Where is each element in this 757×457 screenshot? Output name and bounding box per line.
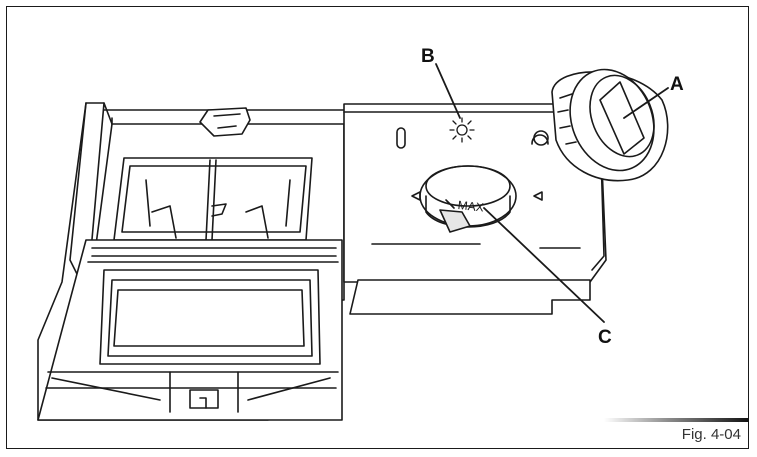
callout-a: A [670,74,684,95]
figure-frame [6,6,749,449]
leader-b [435,63,461,119]
leader-c [483,207,605,323]
leader-a [623,87,669,119]
callout-c: C [598,327,612,348]
upper-compartment [113,157,313,241]
indicator-light-icon [449,117,475,143]
callout-b: B [421,46,435,67]
caption-bar [604,418,749,422]
leader-lines [435,63,669,323]
dispenser-lid [37,239,343,421]
figure-caption: Fig. 4-04 [681,426,741,443]
dial-max-text: MAX [457,198,484,215]
tray-latch [199,107,251,137]
dosage-dial: MAX [411,165,543,233]
rinse-aid-cap [551,68,669,182]
